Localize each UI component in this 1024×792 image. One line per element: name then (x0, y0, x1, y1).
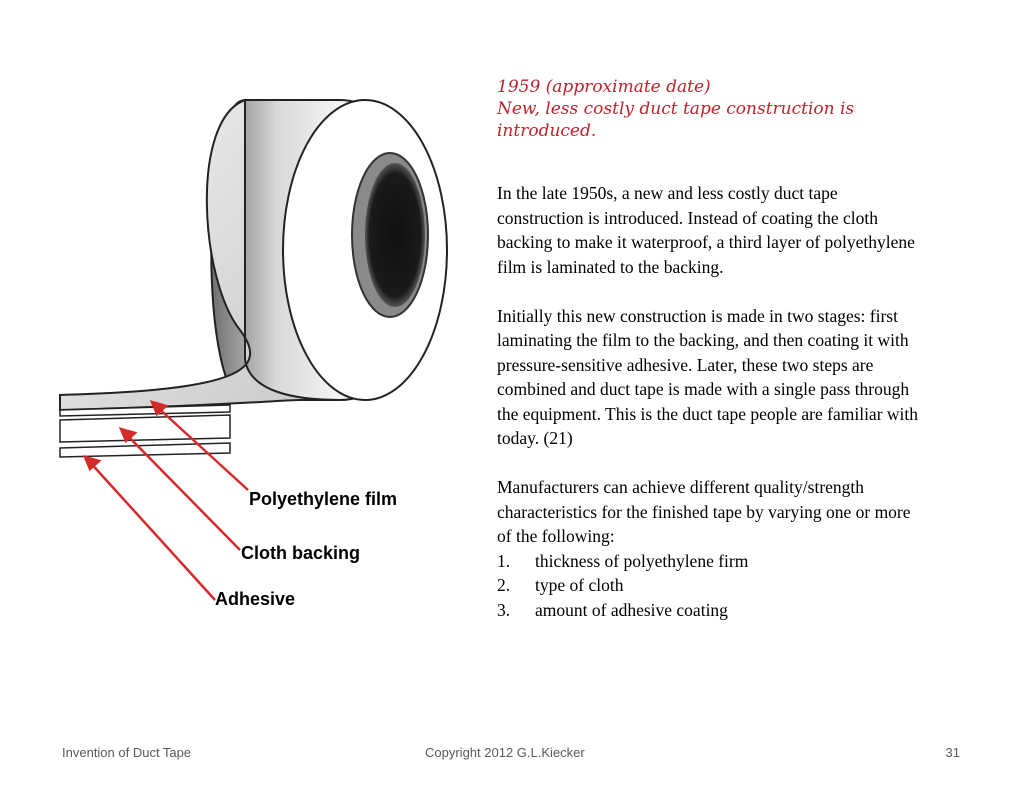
list-text: thickness of polyethylene firm (535, 550, 749, 571)
footer-copyright: Copyright 2012 G.L.Kiecker (425, 745, 585, 760)
footer-title: Invention of Duct Tape (62, 745, 192, 760)
heading-line-1: 1959 (approximate date) (497, 77, 711, 97)
duct-tape-roll-illustration (59, 98, 448, 601)
variation-list: 1. thickness of polyethylene firm 2. typ… (497, 549, 927, 623)
tape-strip (59, 98, 341, 412)
paragraph: Manufacturers can achieve different qual… (497, 477, 911, 546)
heading-line-2: New, less costly duct tape construction … (497, 99, 855, 119)
layer-cloth (59, 414, 231, 443)
slide-heading: 1959 (approximate date) New, less costly… (497, 76, 957, 142)
label-polyethylene-film: Polyethylene film (249, 489, 398, 509)
label-cloth-backing: Cloth backing (241, 543, 361, 563)
list-item: 3. amount of adhesive coating (497, 598, 927, 623)
heading-line-3: introduced. (497, 121, 597, 141)
layer-film (59, 404, 231, 417)
list-item: 2. type of cloth (497, 573, 927, 598)
list-number: 3. (497, 599, 511, 620)
arrow-film-head (149, 400, 169, 417)
list-item: 1. thickness of polyethylene firm (497, 549, 927, 574)
arrow-film (154, 404, 249, 491)
paragraph: In the late 1950s, a new and less costly… (497, 183, 915, 277)
body-text: In the late 1950s, a new and less costly… (497, 181, 927, 622)
roll-core-hole (365, 163, 425, 307)
paragraph: Initially this new construction is made … (497, 305, 919, 449)
list-text: type of cloth (535, 575, 624, 595)
arrow-cloth-head (118, 427, 138, 444)
arrow-adhesive-head (82, 455, 102, 472)
list-text: amount of adhesive coating (535, 599, 728, 620)
arrow-adhesive (87, 459, 216, 601)
list-number: 2. (497, 575, 511, 595)
layer-adhesive (59, 442, 231, 458)
list-number: 1. (497, 550, 511, 571)
arrow-cloth (123, 431, 241, 551)
page-number: 31 (945, 745, 960, 760)
label-adhesive: Adhesive (215, 589, 296, 609)
